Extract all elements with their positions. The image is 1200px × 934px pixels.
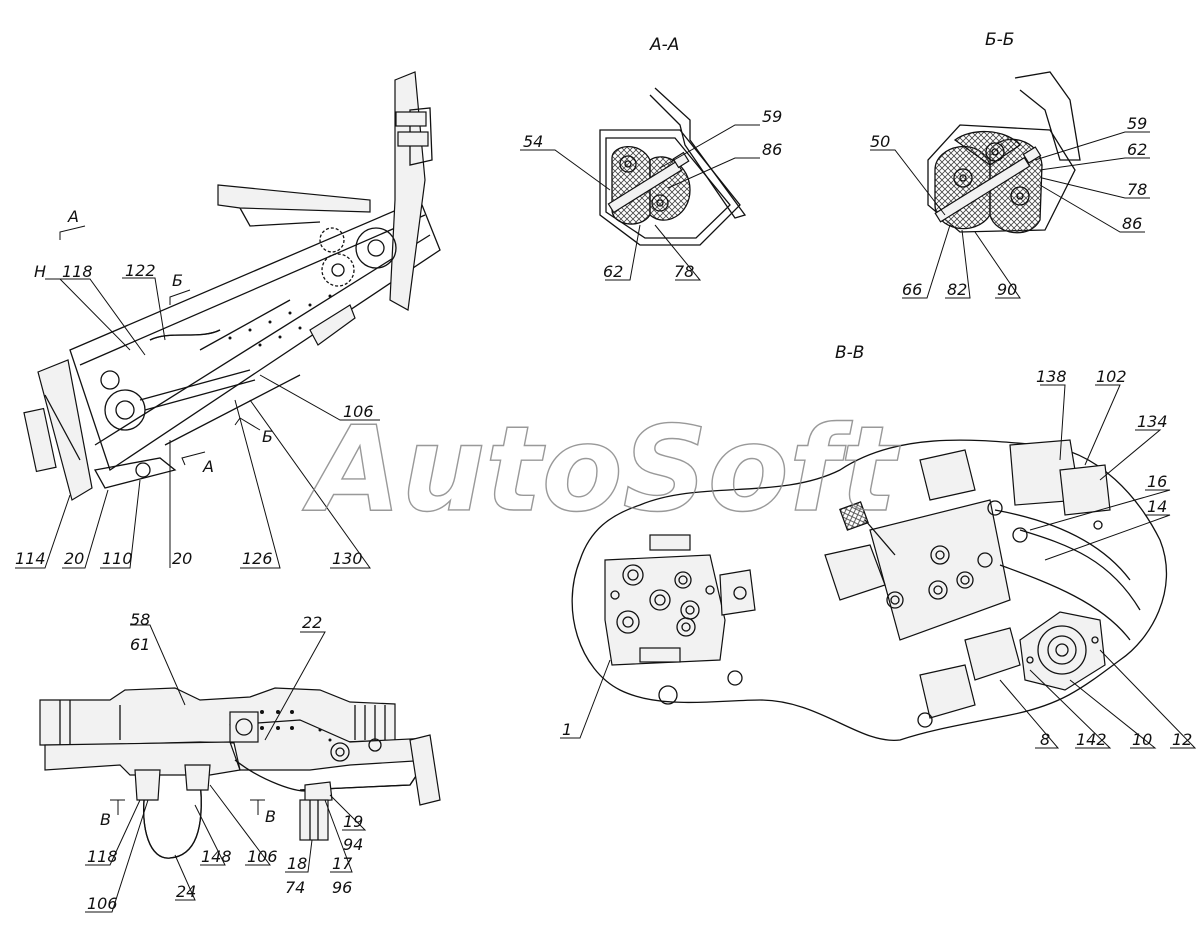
label-82: 82 [947,280,967,299]
label-24: 24 [176,882,196,901]
label-130: 130 [332,549,363,568]
label-59-bb: 59 [1127,114,1147,133]
label-10: 10 [1132,730,1152,749]
bottom-view: В В 58 61 22 118 148 106 106 24 19 94 18… [39,610,441,913]
section-aa: А-А 54 59 86 62 78 [520,35,782,281]
block-ports [886,545,974,609]
label-50: 50 [870,132,890,151]
label-90: 90 [997,280,1017,299]
cut-label-v-right: В [265,807,276,826]
label-16: 16 [1147,472,1167,491]
main-view: А Б Б А Н 118 122 106 114 20 110 20 126 [15,71,441,569]
label-8: 8 [1040,730,1050,749]
label-62-aa: 62 [603,262,623,281]
label-134: 134 [1137,412,1168,431]
label-74: 74 [285,878,305,897]
cut-label-b-bottom: Б [262,427,273,446]
label-86-aa: 86 [762,140,782,159]
label-86-bb: 86 [1122,214,1142,233]
label-54: 54 [523,132,543,151]
section-vv: В-В [560,343,1197,749]
panel-holes [260,710,332,742]
label-n: Н [34,262,46,281]
watermark-text: AutoSoft [302,400,901,538]
section-aa-title: А-А [649,35,679,55]
cut-marker-v-left: В [100,799,125,829]
label-106-main: 106 [343,402,374,421]
label-118-main: 118 [62,262,93,281]
label-62-bb: 62 [1127,140,1147,159]
label-22: 22 [302,613,322,632]
label-102: 102 [1096,367,1127,386]
label-59-aa: 59 [762,107,782,126]
label-148: 148 [201,847,232,866]
label-14: 14 [1147,497,1167,516]
label-1: 1 [562,720,572,739]
label-118-bottom: 118 [87,847,118,866]
cut-marker-a-bottom: А [181,451,214,476]
cut-label-v-left: В [100,810,111,829]
cut-label-b-top: Б [172,271,183,290]
cut-label-a-bottom: А [202,457,214,476]
label-142: 142 [1076,730,1107,749]
label-106-bottom-right: 106 [247,847,278,866]
label-17: 17 [332,854,353,873]
label-78-aa: 78 [674,262,694,281]
label-126: 126 [242,549,273,568]
cut-label-a-top: А [67,207,79,226]
label-12: 12 [1172,730,1192,749]
label-110: 110 [102,549,133,568]
cut-marker-b-top: Б [169,271,191,305]
section-vv-title: В-В [835,343,864,363]
label-78-bb: 78 [1127,180,1147,199]
label-114: 114 [15,549,46,568]
label-96: 96 [332,878,352,897]
section-bb-title: Б-Б [985,30,1014,50]
label-20-left: 20 [64,549,84,568]
label-20-right: 20 [172,549,192,568]
label-138: 138 [1036,367,1067,386]
label-19: 19 [343,812,363,831]
label-94: 94 [343,835,363,854]
label-58: 58 [130,610,150,629]
valve-fittings [610,564,715,637]
section-bb: Б-Б 50 59 62 78 86 66 82 90 [870,30,1150,299]
label-66: 66 [902,280,922,299]
label-61: 61 [130,635,150,654]
rail-holes [228,294,332,347]
label-106-bottom-left: 106 [87,894,118,913]
label-122: 122 [125,261,156,280]
cut-marker-a-top: А [59,207,86,240]
label-18: 18 [287,854,307,873]
cut-marker-v-right: В [250,799,276,826]
